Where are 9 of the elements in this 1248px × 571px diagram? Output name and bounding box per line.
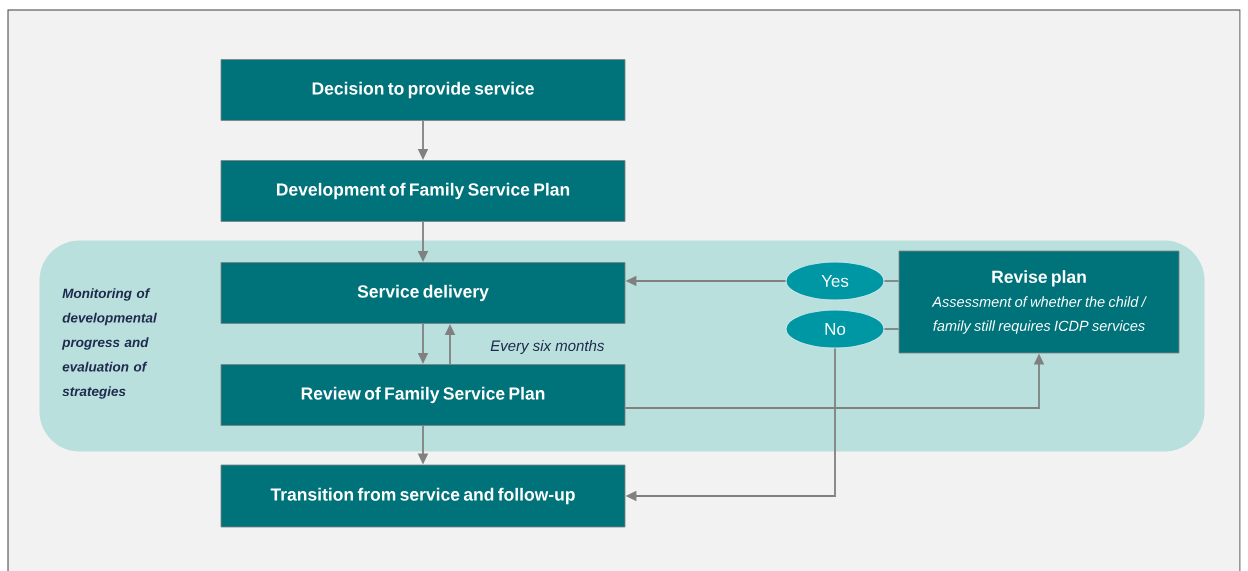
process-box: Review of Family Service Plan: [220, 364, 626, 426]
decision-oval: Yes: [785, 261, 885, 301]
decision-oval: No: [785, 309, 885, 349]
process-box: Service delivery: [220, 262, 626, 324]
process-box: Decision to provide service: [220, 59, 626, 121]
edge-label: Every six months: [490, 340, 605, 354]
process-box: Development of Family Service Plan: [220, 160, 626, 222]
process-box: Transition from service and follow-up: [220, 464, 626, 528]
process-box: Revise plan Assessment of whether the child / family still requires ICDP services: [898, 250, 1180, 354]
